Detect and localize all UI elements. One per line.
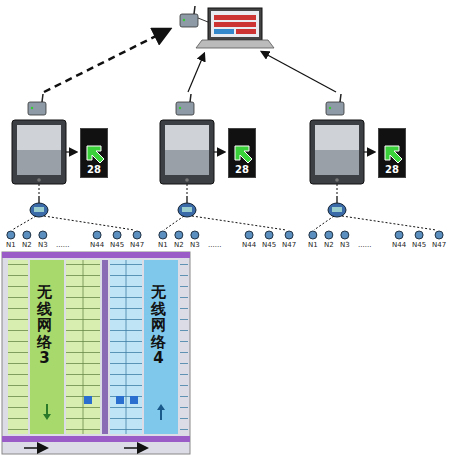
sensor-label: N45 [412, 242, 426, 249]
sign-number: 28 [385, 165, 399, 175]
display-sign: 28 [378, 128, 406, 178]
sensor-label: N1 [6, 242, 16, 249]
sensor-label: ...... [208, 242, 221, 249]
network-region: 无线网络4 [150, 282, 167, 369]
display-sign: 28 [80, 128, 108, 178]
sensor-label: ...... [358, 242, 371, 249]
sensor-label: N1 [158, 242, 168, 249]
sensor-label: N2 [174, 242, 184, 249]
network-region: 无线网络3 [36, 282, 53, 369]
display-sign: 28 [228, 128, 256, 178]
arrow-icon [84, 141, 104, 165]
arrow-icon [382, 141, 402, 165]
sensor-label: N2 [324, 242, 334, 249]
sensor-label: ...... [56, 242, 69, 249]
region-label: 无线网络4 [150, 282, 167, 369]
sign-number: 28 [87, 165, 101, 175]
region-label: 无线网络3 [36, 282, 53, 369]
arrow-icon [232, 141, 252, 165]
sensor-label: N3 [38, 242, 48, 249]
sensor-label: N47 [432, 242, 446, 249]
sensor-label: N47 [130, 242, 144, 249]
sensor-label: N47 [282, 242, 296, 249]
sensor-label: N44 [90, 242, 104, 249]
sensor-label: N44 [392, 242, 406, 249]
sign-number: 28 [235, 165, 249, 175]
sensor-label: N45 [262, 242, 276, 249]
sensor-label: N45 [110, 242, 124, 249]
sensor-label: N3 [190, 242, 200, 249]
sensor-label: N44 [242, 242, 256, 249]
sensor-label: N2 [22, 242, 32, 249]
sensor-label: N3 [340, 242, 350, 249]
sensor-label: N1 [308, 242, 318, 249]
